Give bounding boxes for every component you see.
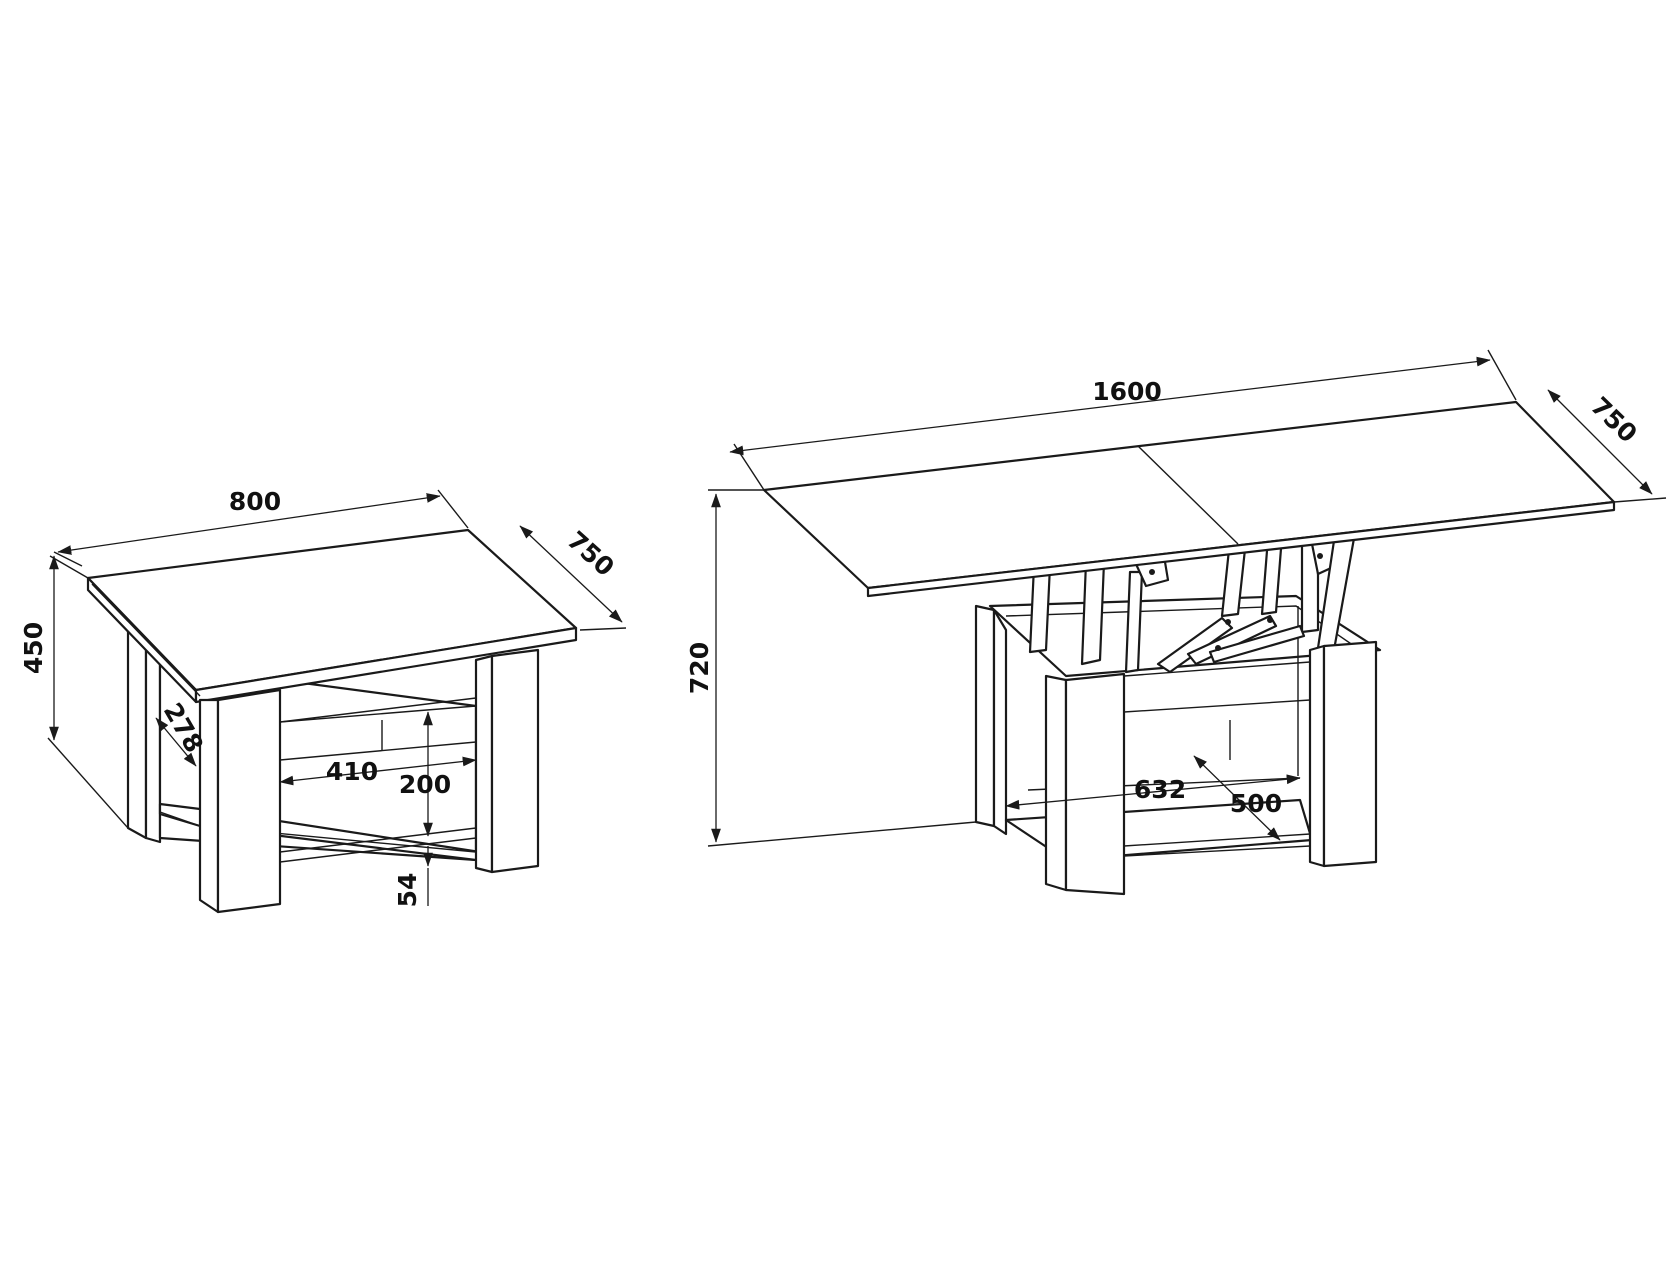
open-length-label: 1600 (1092, 377, 1162, 406)
open-front-right-leg (1308, 644, 1326, 868)
closed-length-label: 800 (229, 487, 281, 516)
closed-opening-height-label: 200 (399, 770, 451, 799)
open-front-left-leg-face (1064, 672, 1126, 896)
open-height-label: 720 (685, 642, 714, 694)
open-top-fold-line (1137, 445, 1239, 545)
closed-front-right-leg-face (490, 648, 540, 874)
closed-shelf-depth-dim (155, 717, 197, 767)
open-length-dim (729, 356, 1491, 456)
closed-table: 800 750 450 278 410 200 54 (19, 487, 627, 914)
closed-table-top-right (194, 626, 578, 704)
closed-opening-width-label: 410 (326, 757, 378, 786)
open-opening-width-label: 632 (1134, 775, 1186, 804)
open-back-left-leg-face (992, 608, 1008, 836)
open-front-right-leg-face (1322, 640, 1378, 868)
open-depth-label: 750 (1585, 391, 1643, 448)
open-front-left-leg (1044, 674, 1068, 892)
closed-back-left-leg (126, 626, 148, 840)
open-opening-depth-label: 500 (1230, 789, 1282, 818)
open-back-left-leg (974, 604, 996, 828)
lift-mechanism (1028, 512, 1360, 674)
open-table-top-edge (866, 500, 1616, 598)
closed-length-dim (57, 493, 441, 555)
closed-front-right-leg (474, 654, 494, 874)
closed-front-left-leg-face (216, 688, 282, 914)
open-depth-dim (1547, 389, 1653, 495)
open-opening-depth-dim (1193, 755, 1281, 841)
closed-height-label: 450 (19, 622, 48, 674)
closed-opening-width-dim (279, 756, 477, 786)
open-table: 1600 750 720 632 500 (685, 349, 1667, 896)
closed-depth-dim (519, 525, 623, 623)
closed-shelf-clearance-label: 54 (393, 873, 422, 908)
